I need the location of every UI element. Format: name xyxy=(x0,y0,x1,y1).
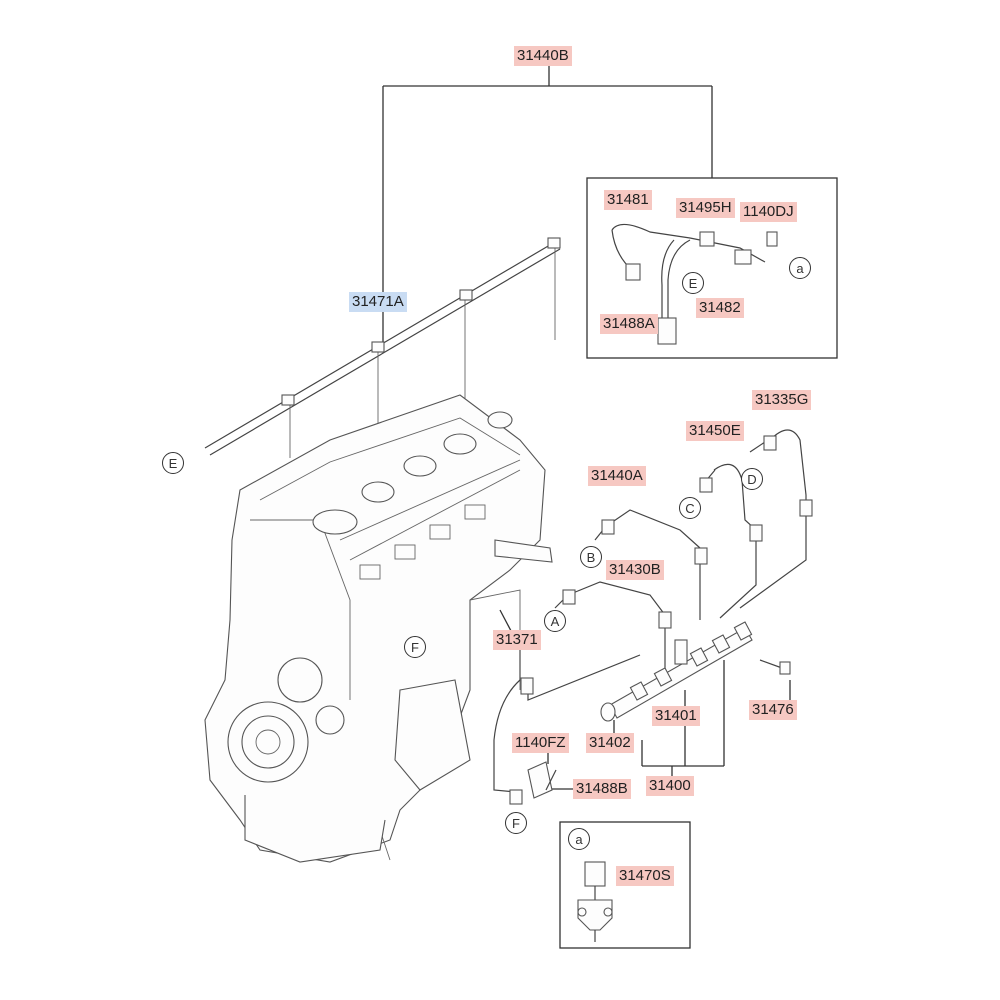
part-label-31481[interactable]: 31481 xyxy=(604,190,652,210)
part-label-31335G[interactable]: 31335G xyxy=(752,390,812,410)
part-label-31488B[interactable]: 31488B xyxy=(573,779,631,799)
part-label-31450E[interactable]: 31450E xyxy=(686,421,744,441)
part-label-31371[interactable]: 31371 xyxy=(493,630,541,650)
leak-off-rail xyxy=(204,237,561,475)
common-rail xyxy=(600,621,791,722)
marker-a: a xyxy=(789,257,811,279)
part-label-31471A[interactable]: 31471A xyxy=(349,292,407,312)
part-label-31495H[interactable]: 31495H xyxy=(676,198,735,218)
part-label-31400[interactable]: 31400 xyxy=(646,776,694,796)
part-label-31476[interactable]: 31476 xyxy=(749,700,797,720)
engine-block xyxy=(204,394,553,863)
part-label-1140DJ[interactable]: 1140DJ xyxy=(740,202,797,222)
part-label-31401[interactable]: 31401 xyxy=(652,706,700,726)
marker-E: E xyxy=(162,452,184,474)
marker-a-inset: a xyxy=(568,828,590,850)
marker-D: D xyxy=(741,468,763,490)
marker-F-engine: F xyxy=(404,636,426,658)
marker-A: A xyxy=(544,610,566,632)
part-label-1140FZ[interactable]: 1140FZ xyxy=(512,733,569,753)
bracket-31488B xyxy=(527,761,557,799)
part-label-31482[interactable]: 31482 xyxy=(696,298,744,318)
part-label-31430B[interactable]: 31430B xyxy=(606,560,664,580)
marker-E-inset: E xyxy=(682,272,704,294)
marker-F: F xyxy=(505,812,527,834)
marker-C: C xyxy=(679,497,701,519)
marker-B: B xyxy=(580,546,602,568)
return-hose-assembly xyxy=(611,223,778,345)
part-label-31440B[interactable]: 31440B xyxy=(514,46,572,66)
pressure-sensor-31470S xyxy=(577,861,613,942)
part-label-31470S[interactable]: 31470S xyxy=(616,866,674,886)
part-label-31440A[interactable]: 31440A xyxy=(588,466,646,486)
part-label-31402[interactable]: 31402 xyxy=(586,733,634,753)
part-label-31488A[interactable]: 31488A xyxy=(600,314,658,334)
